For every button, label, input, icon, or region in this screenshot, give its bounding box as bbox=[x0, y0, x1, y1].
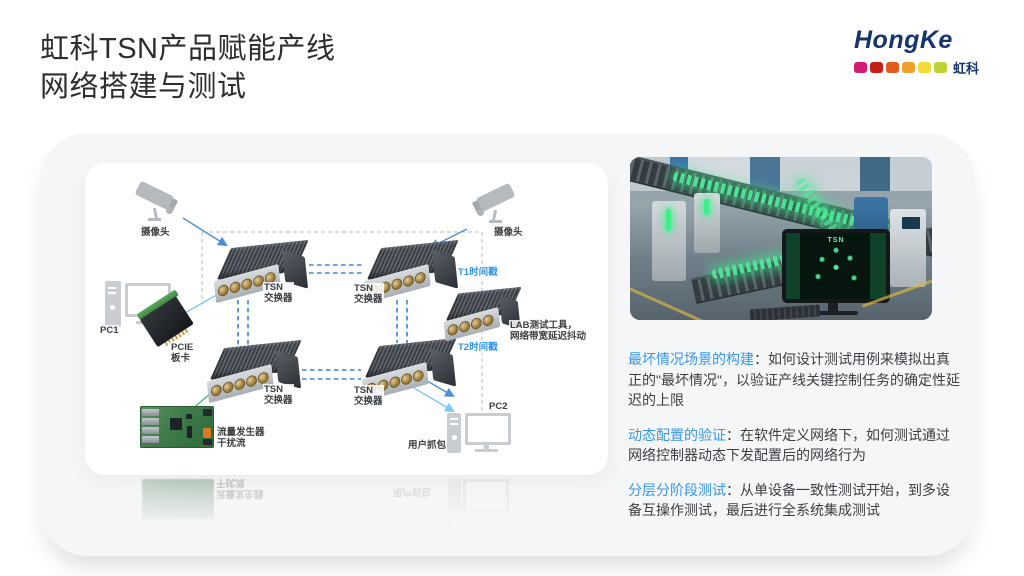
note-lead: 分层分阶段测试 bbox=[628, 481, 726, 498]
monitor-stand bbox=[828, 303, 838, 312]
switch-bottom-right-label: TSN 交换器 bbox=[353, 385, 384, 407]
camera-eye bbox=[477, 209, 484, 216]
logo-square-magenta bbox=[854, 62, 867, 73]
machine-led bbox=[704, 199, 709, 215]
switch-top-left-label: TSN 交换器 bbox=[263, 282, 294, 304]
logo-square-lime bbox=[934, 62, 947, 73]
gray-dashed-measure-path bbox=[201, 231, 483, 411]
camera1-to-switch-arrow bbox=[182, 217, 228, 247]
traffic-generator-board bbox=[140, 406, 214, 448]
note-body: ：从单设备一致性测试开始，到多设备互操作测试，最后进行全系统集成测试 bbox=[628, 481, 950, 519]
pc1-label: PC1 bbox=[99, 325, 120, 336]
tsn-screen-label: TSN bbox=[827, 237, 845, 244]
machine-led bbox=[666, 209, 671, 231]
camera-body bbox=[134, 180, 179, 211]
logo-square-amber bbox=[902, 62, 915, 73]
hongke-logo-cn: 虹科 bbox=[953, 61, 980, 76]
camera-foot bbox=[148, 218, 161, 221]
logo-square-red bbox=[870, 62, 883, 73]
fpga-chip bbox=[170, 418, 182, 430]
note-dynamic-config: 动态配置的验证：在软件定义网络下，如何测试通过网络控制器动态下发配置后的网络行为 bbox=[628, 425, 960, 466]
pc2-monitor-icon bbox=[465, 413, 511, 445]
keyboard bbox=[749, 304, 821, 320]
cabinet-screen bbox=[902, 217, 920, 229]
user-capture-label: 用户抓包 bbox=[407, 440, 448, 451]
page-title-line1: 虹科TSN产品赋能产线 bbox=[40, 33, 336, 65]
pc2-monitor-stand bbox=[484, 442, 489, 449]
board-orange-connector bbox=[203, 428, 211, 438]
t1-timestamp-label: T1时间戳 bbox=[457, 267, 499, 278]
tsn-switch-top-left bbox=[210, 238, 312, 304]
pc2-monitor-base bbox=[475, 449, 498, 452]
monitor-base bbox=[810, 311, 858, 315]
switch-side bbox=[429, 348, 457, 387]
sfp-cage bbox=[142, 427, 159, 434]
pc2-tower-icon bbox=[447, 413, 461, 453]
camera-eye bbox=[166, 207, 173, 214]
sfp-cage bbox=[142, 418, 159, 425]
camera2-label: 摄像头 bbox=[493, 227, 524, 238]
logo-square-yellow bbox=[918, 62, 931, 73]
pc2-label: PC2 bbox=[488, 401, 509, 412]
tsn-monitor-screen: TSN bbox=[786, 233, 886, 299]
network-diagram-card: 摄像头 摄像头 TSN 交换器 TSN 交换器 TSN bbox=[85, 163, 608, 475]
hongke-logo: HongKe 虹科 bbox=[854, 26, 984, 77]
switch-side bbox=[431, 250, 459, 289]
switch-bottom-left-label: TSN 交换器 bbox=[263, 384, 294, 406]
camera1-label: 摄像头 bbox=[140, 227, 171, 238]
switch-top-right-label: TSN 交换器 bbox=[353, 283, 384, 305]
pcie-card-label: PCIE 板卡 bbox=[170, 342, 195, 364]
note-body: ：在软件定义网络下，如何测试通过网络控制器动态下发配置后的网络行为 bbox=[628, 426, 950, 464]
page-title-line2: 网络搭建与测试 bbox=[40, 71, 247, 103]
page-title: 虹科TSN产品赋能产线 网络搭建与测试 bbox=[40, 30, 336, 106]
note-staged-testing: 分层分阶段测试：从单设备一致性测试开始，到多设备互操作测试，最后进行全系统集成测… bbox=[628, 480, 960, 521]
factory-photo: TSN bbox=[630, 157, 932, 320]
hongke-logo-text: HongKe bbox=[854, 26, 953, 54]
note-lead: 最坏情况场景的构建 bbox=[628, 351, 754, 367]
note-lead: 动态配置的验证 bbox=[628, 426, 726, 443]
chip bbox=[187, 426, 192, 438]
pc1-tower-icon bbox=[105, 281, 121, 327]
sfp-cage bbox=[142, 436, 159, 443]
camera-foot bbox=[489, 220, 502, 223]
t2-timestamp-label: T2时间戳 bbox=[457, 342, 499, 353]
notes-block: 最坏情况场景的构建：如何设计测试用例来模拟出真正的"最坏情况"，以验证产线关键控… bbox=[628, 349, 960, 535]
board-connector bbox=[203, 439, 212, 445]
camera-body bbox=[471, 182, 516, 213]
reflection-fade-overlay bbox=[85, 476, 608, 556]
note-worst-case: 最坏情况场景的构建：如何设计测试用例来模拟出真正的"最坏情况"，以验证产线关键控… bbox=[628, 349, 960, 411]
tsn-mesh-dashed-links bbox=[237, 264, 408, 380]
tsn-monitor: TSN bbox=[782, 229, 890, 303]
sfp-cage bbox=[142, 409, 159, 416]
logo-square-orange bbox=[886, 62, 899, 73]
camera2-icon bbox=[465, 182, 517, 229]
lab-device-label: LAB测试工具， 网络带宽延迟抖动 bbox=[509, 320, 588, 342]
board-connector bbox=[203, 409, 212, 416]
switch-to-pc2-arrow-light bbox=[413, 387, 455, 413]
diagram-connections bbox=[182, 217, 483, 413]
camera1-icon bbox=[133, 180, 185, 227]
note-body: ：如何设计测试用例来模拟出真正的"最坏情况"，以验证产线关键控制任务的确定性延迟… bbox=[628, 351, 960, 408]
traffic-generator-label: 流量发生器 干扰流 bbox=[216, 427, 266, 449]
chip bbox=[186, 414, 192, 419]
hongke-logo-squares: 虹科 bbox=[854, 58, 984, 77]
switch-side bbox=[274, 350, 302, 389]
